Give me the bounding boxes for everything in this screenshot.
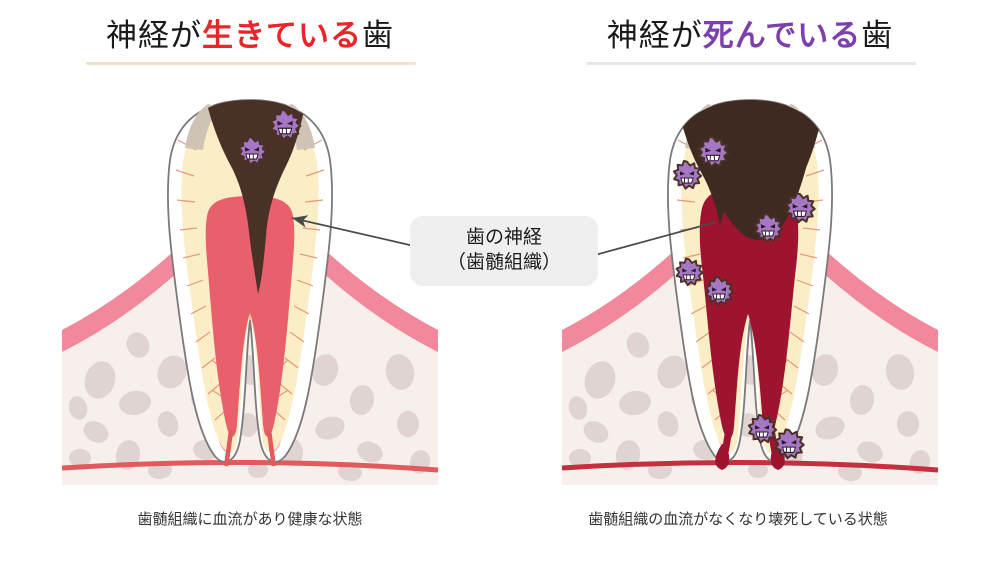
right-bone-trabeculae: [568, 332, 931, 482]
caption-right: 歯髄組織の血流がなくなり壊死している状態: [588, 510, 888, 528]
right-periodontium: [561, 196, 939, 485]
title-right: 神経が死んでいる歯: [540, 10, 960, 55]
title-right-pre: 神経が: [606, 18, 703, 54]
title-left-post: 歯: [362, 18, 394, 54]
title-left-highlight: 生きている: [202, 18, 362, 54]
callout-box: 歯の神経 （歯髄組織）: [410, 216, 598, 287]
leader-line-right: [583, 221, 717, 259]
caption-left: 歯髄組織に血流があり健康な状態: [137, 510, 363, 528]
right-bone: [562, 220, 938, 485]
left-bone: [62, 220, 438, 485]
title-left: 神経が生きている歯: [40, 10, 460, 55]
title-right-post: 歯: [861, 18, 894, 54]
left-canal-distal: [266, 429, 277, 467]
leader-line-left: [291, 215, 415, 247]
title-right-highlight: 死んでいる: [702, 18, 862, 54]
left-canal-mesial: [223, 429, 234, 467]
title-right-underline: [586, 62, 916, 65]
right-apical-lesion-mesial: [715, 444, 730, 470]
right-pulp-necrotic: [699, 186, 799, 439]
callout-leaders: [291, 215, 717, 259]
left-caries: [206, 100, 306, 294]
left-tooth: [167, 99, 333, 467]
title-left-pre: 神経が: [106, 18, 202, 54]
callout-line-2: （歯髄組織）: [446, 251, 561, 274]
right-blood-vessel: [561, 459, 939, 473]
right-tooth: [667, 99, 833, 470]
title-left-underline: [86, 62, 416, 65]
left-blood-vessel: [61, 459, 439, 473]
left-pulp: [205, 196, 295, 437]
callout-line-1: 歯の神経: [465, 226, 542, 248]
